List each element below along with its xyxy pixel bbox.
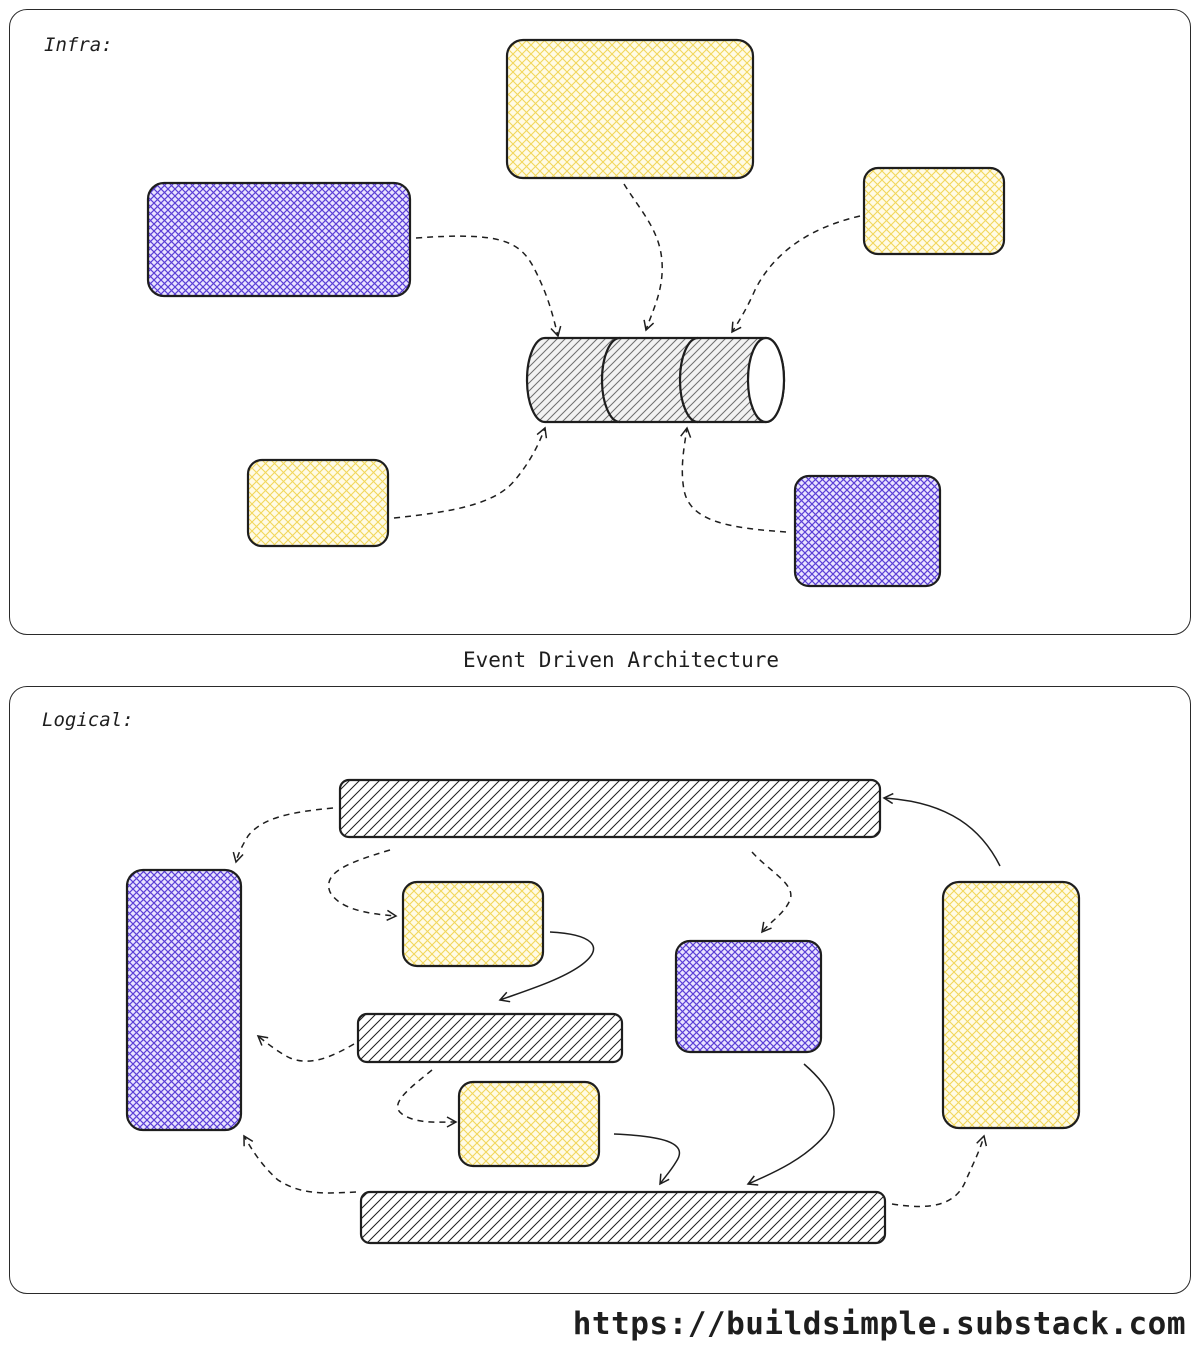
infra-diagram xyxy=(146,38,1006,588)
logical-arrow-middlebar-to-yellow-lower xyxy=(396,1069,458,1128)
infra-arrow-purple-to-queue xyxy=(415,235,562,338)
logical-arrow-yellow-right-to-topbar xyxy=(882,792,1001,867)
logical-event-bar-top xyxy=(338,778,882,839)
infra-arrow-purple-right-to-queue xyxy=(680,426,787,533)
infra-purple-service-bottom-right xyxy=(793,474,942,588)
logical-arrow-yellow-upper-to-middlebar xyxy=(498,931,595,1003)
logical-arrow-bottombar-to-left-purple xyxy=(243,1134,357,1194)
logical-yellow-service-lower xyxy=(457,1080,601,1168)
diagram-caption: Event Driven Architecture xyxy=(462,648,780,672)
logical-arrow-purple-center-to-bottombar xyxy=(746,1063,835,1186)
logical-purple-service-center xyxy=(674,939,823,1054)
infra-yellow-service-bottom-left xyxy=(246,458,390,548)
infra-yellow-service-top-center xyxy=(505,38,755,180)
logical-arrow-topbar-to-left-purple xyxy=(232,807,334,864)
logical-arrow-topbar-to-purple-center xyxy=(751,851,792,934)
infra-panel-label: Infra: xyxy=(44,34,113,56)
logical-arrow-yellow-lower-to-bottombar xyxy=(613,1133,681,1186)
logical-arrow-bottombar-to-yellow-right xyxy=(891,1134,988,1208)
logical-arrow-topbar-to-yellow-upper xyxy=(327,849,398,921)
logical-yellow-service-right xyxy=(941,880,1081,1130)
infra-yellow-service-top-right xyxy=(862,166,1006,256)
infra-arrow-yellow-left-to-queue xyxy=(393,426,548,519)
logical-diagram xyxy=(125,778,1081,1245)
logical-purple-service-left xyxy=(125,868,243,1132)
infra-purple-service-top-left xyxy=(146,181,412,298)
logical-panel-label: Logical: xyxy=(42,709,134,731)
logical-arrow-middlebar-to-left-purple xyxy=(256,1035,355,1062)
logical-yellow-service-upper xyxy=(401,880,545,968)
logical-event-bar-middle xyxy=(356,1012,624,1064)
event-queue-cylinder xyxy=(525,336,786,424)
footer-url: https://buildsimple.substack.com xyxy=(572,1306,1186,1342)
infra-arrow-yellow-center-to-queue xyxy=(623,183,663,332)
infra-arrow-yellow-right-to-queue xyxy=(731,215,861,334)
logical-event-bar-bottom xyxy=(359,1190,887,1245)
